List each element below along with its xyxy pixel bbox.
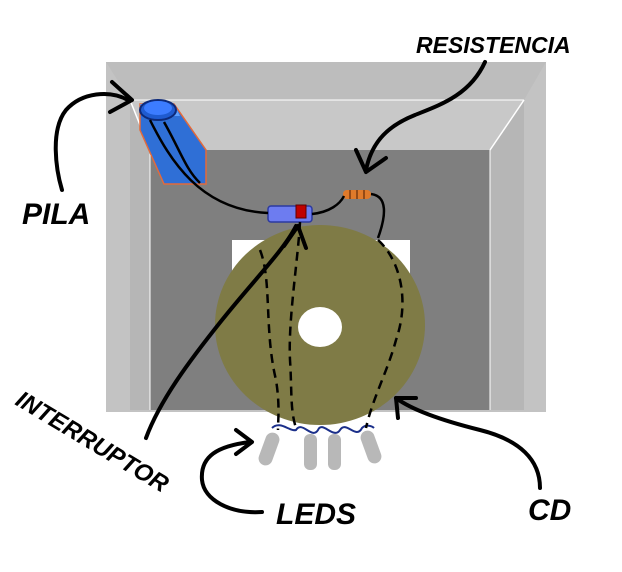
- label-resistencia: RESISTENCIA: [416, 32, 571, 58]
- callout-arrows: [53, 60, 542, 515]
- arrow-interruptor-head: [282, 224, 308, 250]
- arrow-interruptor: [144, 224, 298, 440]
- cd-center-hole: [298, 307, 342, 347]
- label-cd: CD: [528, 494, 571, 527]
- wires: [148, 119, 404, 431]
- label-leds: LEDS: [276, 498, 356, 531]
- switch: [267, 204, 313, 223]
- arrow-pila-head: [108, 80, 134, 114]
- led: [304, 434, 317, 470]
- led: [328, 434, 341, 470]
- frame-left-inner-wall: [130, 100, 150, 410]
- frame-right-inner-wall: [490, 100, 524, 410]
- arrow-resistencia-head: [354, 148, 388, 174]
- frame-top-bevel: [106, 62, 546, 100]
- led: [360, 430, 382, 464]
- led: [258, 432, 280, 466]
- led-wire-loops: [271, 424, 375, 434]
- arrow-leds-head: [234, 428, 254, 456]
- arrow-cd: [394, 396, 542, 490]
- arrow-pila: [53, 92, 130, 192]
- cd-disc: [215, 225, 425, 425]
- label-pila: PILA: [22, 198, 90, 231]
- arrow-leds: [199, 440, 264, 515]
- resistor: [343, 190, 371, 199]
- leds: [258, 430, 382, 470]
- battery: [139, 99, 207, 185]
- arrow-resistencia: [364, 60, 487, 172]
- arrow-cd-head: [394, 396, 418, 420]
